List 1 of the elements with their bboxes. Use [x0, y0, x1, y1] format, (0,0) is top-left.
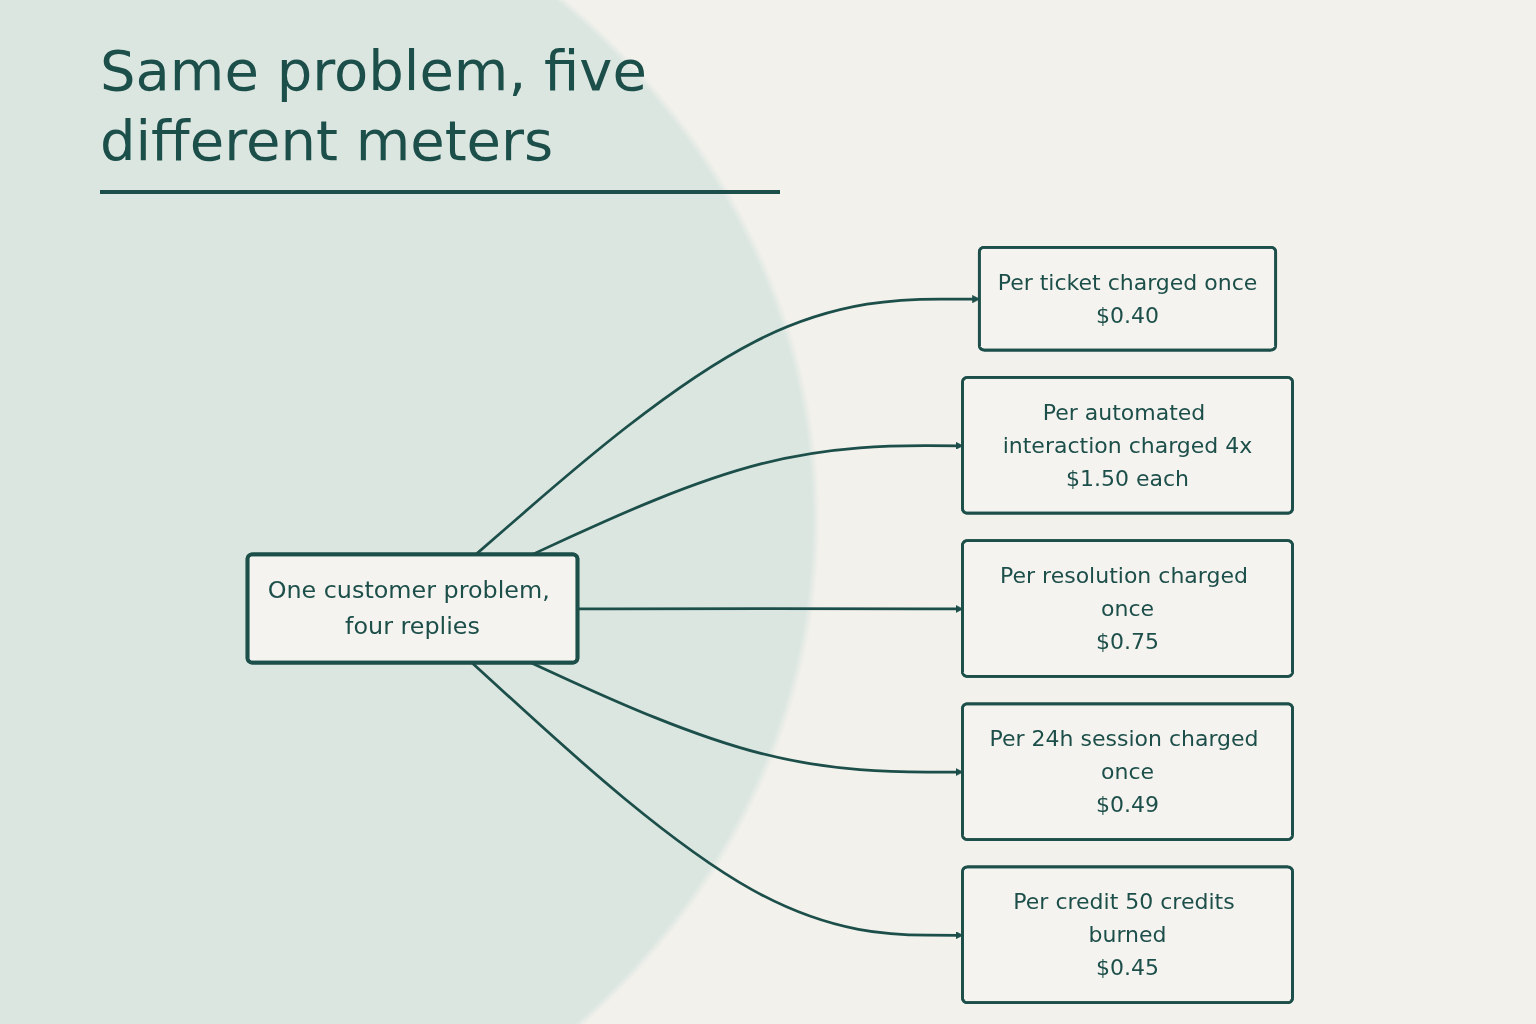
title: Same problem, five different meters: [100, 36, 780, 194]
